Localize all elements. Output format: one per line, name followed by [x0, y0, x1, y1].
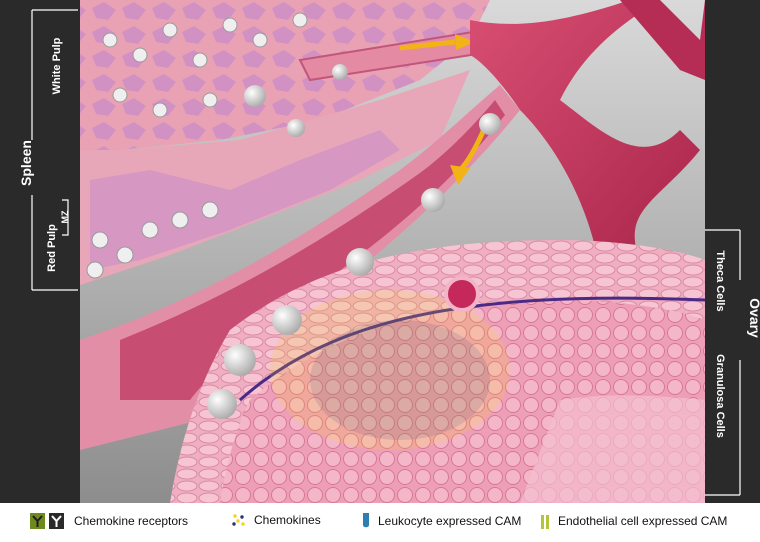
endothelial-cam-icon [540, 513, 550, 529]
theca-cells-label: Theca Cells [714, 241, 726, 321]
legend: Chemokine receptors Chemokines Leukocyte… [0, 503, 760, 542]
left-label-panel [0, 0, 80, 503]
legend-label-endothelial-cam: Endothelial cell expressed CAM [558, 514, 727, 528]
chemokine-cloud [270, 290, 510, 450]
legend-chemokines: Chemokines [232, 513, 321, 527]
spleen-label: Spleen [18, 123, 34, 203]
chemokines-icon [232, 513, 246, 527]
ovarian-capillary [446, 278, 478, 310]
legend-label-chemokine-receptors: Chemokine receptors [74, 514, 188, 528]
chemokine-receptor-icon [30, 513, 66, 529]
legend-leukocyte-cam: Leukocyte expressed CAM [362, 513, 521, 529]
legend-label-leukocyte-cam: Leukocyte expressed CAM [378, 514, 521, 528]
legend-label-chemokines: Chemokines [254, 513, 321, 527]
ovary-label: Ovary [747, 278, 760, 358]
legend-chemokine-receptors: Chemokine receptors [30, 513, 188, 529]
spleen-ovary-illustration [0, 0, 760, 503]
mz-label: MZ [60, 202, 70, 232]
red-pulp-label: Red Pulp [46, 208, 58, 288]
granulosa-cells-label: Granulosa Cells [714, 346, 726, 446]
legend-endothelial-cam: Endothelial cell expressed CAM [540, 513, 727, 529]
white-pulp-label: White Pulp [51, 21, 63, 111]
leukocyte-cam-icon [362, 513, 370, 529]
